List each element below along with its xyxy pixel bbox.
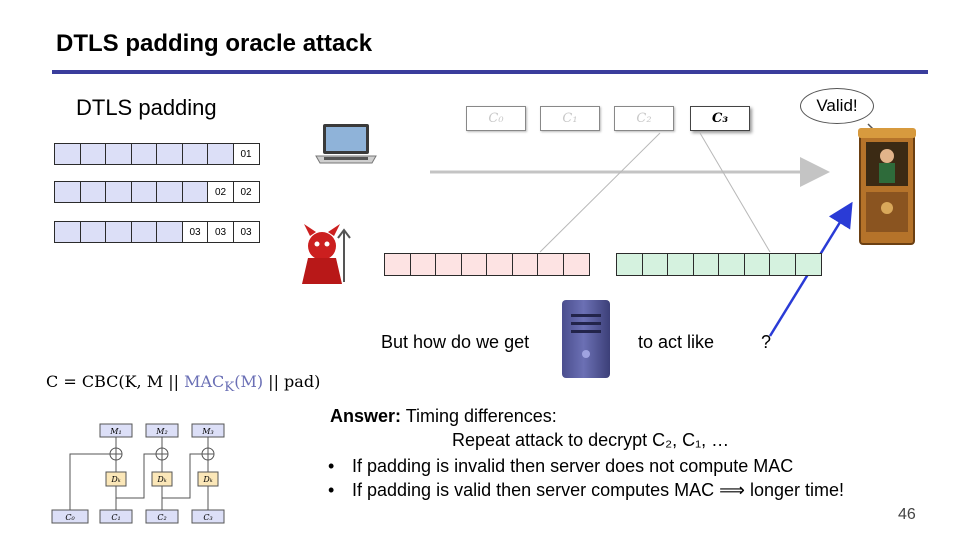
cipher-block-c1: C₁ [540,106,600,131]
green-cell [769,253,796,276]
answer-bullet-1: If padding is invalid then server does n… [352,454,844,478]
formula-mac: MAC [184,372,225,391]
padding-row-1: 01 [54,143,260,165]
page-number: 46 [898,506,916,523]
pad-byte-cell: 02 [207,181,234,203]
pink-cell [384,253,411,276]
green-cell [794,253,822,276]
answer-block: Answer: Timing differences: Repeat attac… [330,404,844,502]
plaintext-m1: M₁ [109,427,121,436]
answer-label: Answer: [330,406,402,426]
decrypt-box-3: Dₖ [202,475,212,484]
pad-byte-cell: 03 [232,221,260,243]
pink-cell [486,253,513,276]
pad-byte-cell: 02 [232,181,260,203]
green-cell [692,253,720,276]
formula-suffix: || pad) [263,372,321,391]
cbc-formula: C = CBC(K, M || MACK(M) || pad) [46,372,320,395]
green-cell [743,253,771,276]
pink-cell [562,253,590,276]
pink-cell [435,253,462,276]
ciphertext-c1: C₁ [111,513,120,522]
guide-line-right [699,132,771,253]
formula-mac-key: K [224,380,235,396]
green-cell [718,253,745,276]
plaintext-m2: M₂ [155,427,167,436]
answer-bullet-2: If padding is valid then server computes… [352,478,844,502]
ciphertext-c3: C₃ [203,513,212,522]
fortune-teller-machine-icon [858,128,916,245]
target-block-row [616,253,822,276]
question-part-3: ? [761,332,772,352]
cipher-block-c3: C₃ [690,106,750,131]
pink-cell [460,253,488,276]
formula-prefix: C = CBC(K, M || [46,372,185,391]
pad-byte-cell: 03 [207,221,234,243]
padding-row-2: 02 02 [54,181,260,203]
pink-cell [537,253,564,276]
green-cell [667,253,694,276]
decrypt-box-2: Dₖ [156,475,166,484]
green-cell [616,253,643,276]
slide-title: DTLS padding oracle attack [56,30,373,57]
ciphertext-c0: C₀ [65,513,75,522]
pink-cell [511,253,539,276]
laptop-icon [315,124,377,164]
decrypt-box-1: Dₖ [110,475,120,484]
cipher-block-c2: C₂ [614,106,674,131]
cbc-decryption-diagram: M₁ M₂ M₃ Dₖ Dₖ Dₖ C₀ C₁ C₂ C₃ [51,423,225,524]
answer-heading: Timing differences: [401,406,557,426]
green-cell [641,253,669,276]
question-part-1: But how do we get [381,332,530,352]
answer-repeat-line: Repeat attack to decrypt C₂, C₁, … [452,430,730,450]
attacker-devil-icon [302,224,351,284]
pink-cell [409,253,437,276]
ciphertext-c2: C₂ [157,513,166,522]
valid-speech-bubble: Valid! [800,88,874,124]
guide-line-left [539,132,661,253]
plaintext-m3: M₃ [201,427,213,436]
title-underline [52,70,928,74]
formula-mac-arg: (M) [234,372,264,391]
section-heading: DTLS padding [76,95,217,120]
server-icon [562,300,610,378]
pad-byte-cell: 01 [232,143,260,165]
question-part-2: to act like [638,332,715,352]
attacker-block-row [384,253,590,276]
padding-row-3: 03 03 03 [54,221,260,243]
cipher-block-c0: C₀ [466,106,526,131]
